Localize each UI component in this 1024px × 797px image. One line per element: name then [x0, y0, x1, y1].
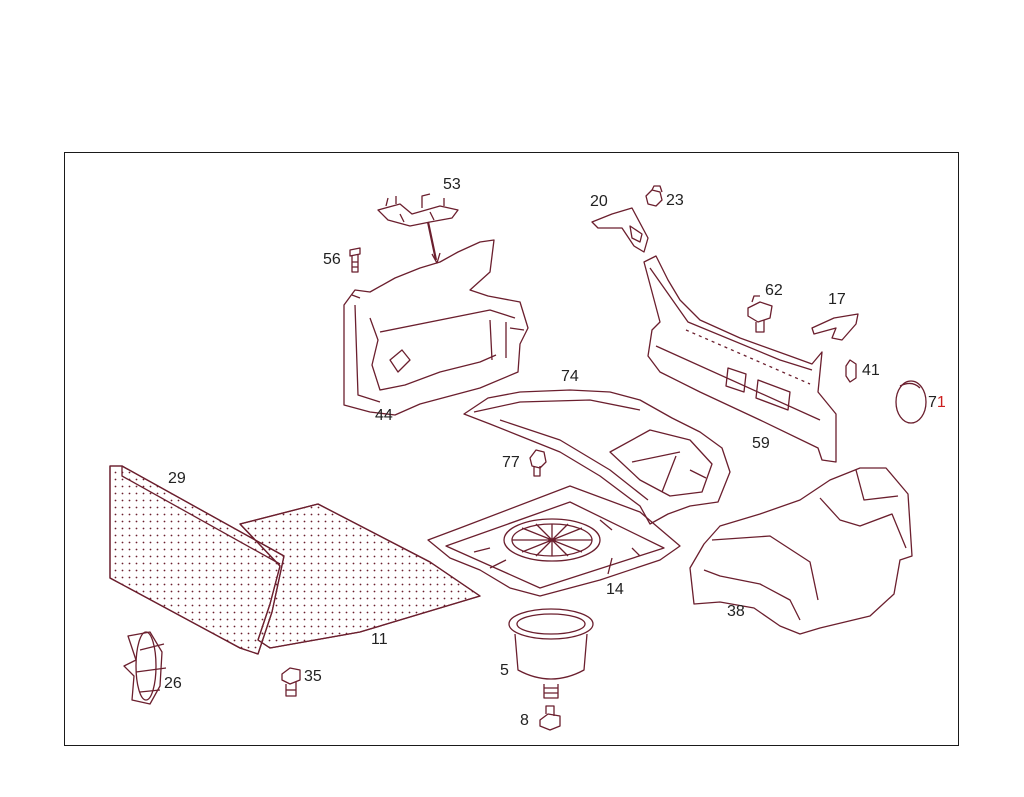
part-71-cap	[896, 381, 926, 423]
part-56-fastener	[350, 248, 360, 272]
part-38-side-tray	[690, 468, 912, 634]
callout-44: 44	[375, 407, 393, 424]
part-29-mat	[110, 466, 284, 654]
part-77-clip	[530, 450, 546, 476]
callout-71-digit-7: 7	[928, 394, 937, 411]
callout-5: 5	[500, 662, 509, 679]
part-23-clip	[646, 186, 662, 206]
callout-11: 11	[371, 631, 388, 648]
part-11-mat	[240, 504, 480, 648]
part-17-bracket	[812, 314, 858, 340]
part-8-bolt	[540, 706, 560, 730]
callout-29: 29	[168, 470, 186, 487]
part-35-fastener	[282, 668, 300, 696]
diagram-frame	[64, 152, 959, 746]
part-20-trim	[592, 208, 648, 252]
callout-26: 26	[164, 675, 182, 692]
callout-71: 71	[928, 395, 946, 411]
callout-56: 56	[323, 251, 341, 268]
callout-38: 38	[727, 603, 745, 620]
callout-23: 23	[666, 192, 684, 209]
part-59-rear-panel	[644, 256, 836, 462]
part-26-fan	[124, 632, 166, 704]
part-41-clip	[846, 360, 856, 382]
callout-20: 20	[590, 193, 608, 210]
callout-41: 41	[862, 362, 880, 379]
part-14-floor-tray	[428, 486, 680, 596]
callout-17: 17	[828, 291, 846, 308]
callout-14: 14	[606, 581, 624, 598]
part-62-push-pin	[748, 296, 772, 332]
callout-8: 8	[520, 712, 529, 729]
callout-77: 77	[502, 454, 520, 471]
part-44-side-trim	[344, 240, 528, 415]
callout-62: 62	[765, 282, 783, 299]
callout-74: 74	[561, 368, 579, 385]
part-53-bracket	[378, 194, 458, 263]
callout-53: 53	[443, 176, 461, 193]
part-74-floor-cover	[464, 390, 730, 524]
callout-35: 35	[304, 668, 322, 685]
callout-71-digit-1: 1	[936, 394, 946, 411]
part-5-cup	[509, 609, 593, 698]
callout-59: 59	[752, 435, 770, 452]
